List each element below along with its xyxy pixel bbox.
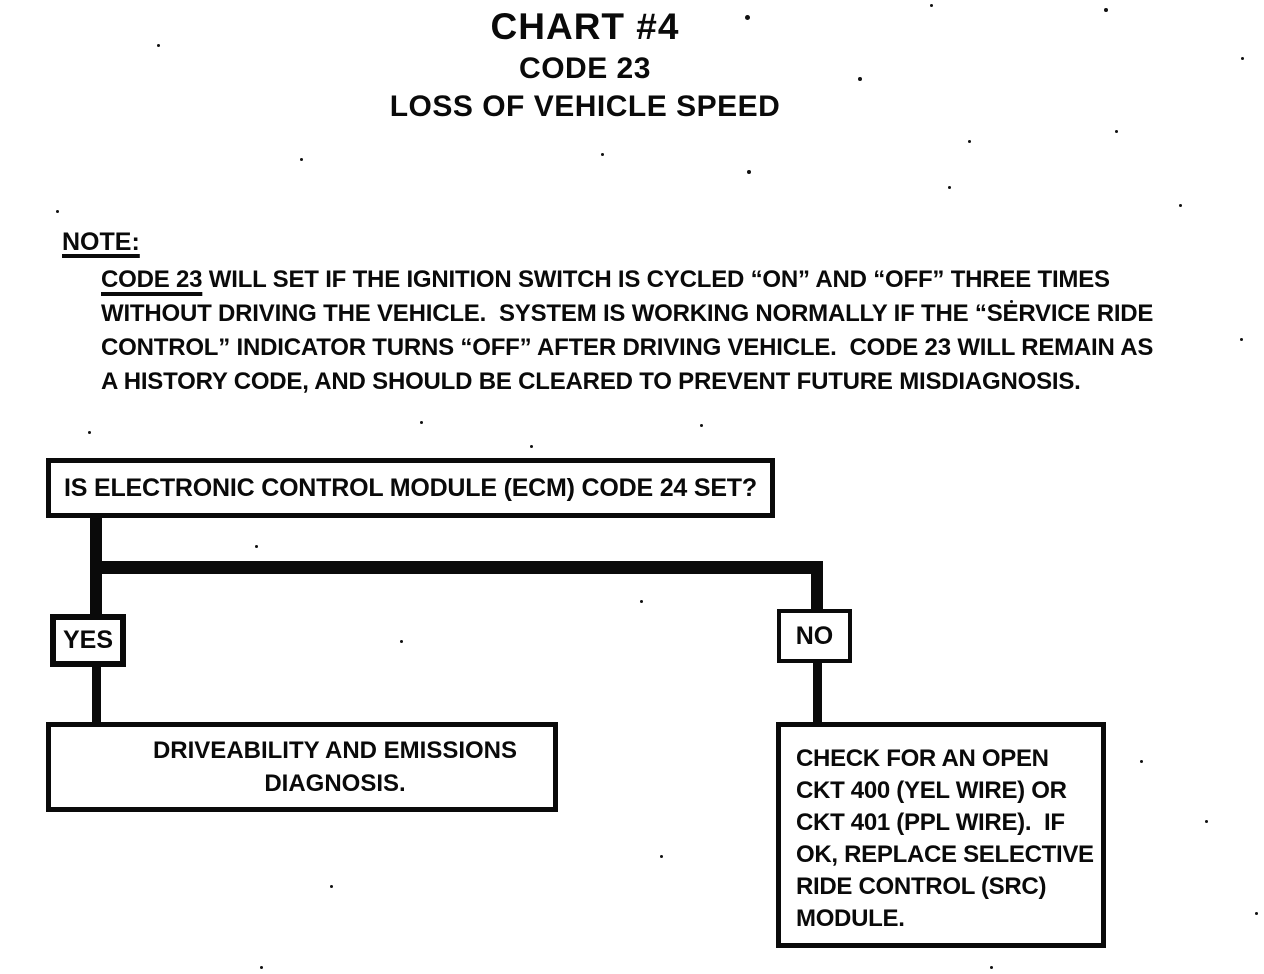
connector-question-stem xyxy=(90,514,102,567)
note-body: CODE 23 WILL SET IF THE IGNITION SWITCH … xyxy=(101,263,1153,399)
chart-subtitle: LOSS OF VEHICLE SPEED xyxy=(389,90,781,123)
scan-speckle xyxy=(1104,8,1108,12)
scan-speckle xyxy=(420,421,423,424)
no-result-box: CHECK FOR AN OPEN CKT 400 (YEL WIRE) OR … xyxy=(776,722,1106,948)
scan-speckle xyxy=(300,158,303,161)
note-code-ref: CODE 23 xyxy=(101,266,203,293)
no-label: NO xyxy=(795,621,834,650)
scan-speckle xyxy=(700,424,703,427)
question-text: IS ELECTRONIC CONTROL MODULE (ECM) CODE … xyxy=(64,473,757,502)
no-result-line-5: RIDE CONTROL (SRC) xyxy=(796,873,1047,900)
scan-speckle xyxy=(1140,760,1143,763)
scan-speckle xyxy=(56,210,59,213)
chart-code: CODE 23 xyxy=(519,52,651,85)
no-result-line-1: CHECK FOR AN OPEN xyxy=(796,745,1049,772)
connector-no-result-stem xyxy=(813,660,822,726)
scan-speckle xyxy=(1241,57,1244,60)
no-result-line-6: MODULE. xyxy=(796,905,905,932)
scan-speckle xyxy=(858,77,862,81)
yes-label: YES xyxy=(62,626,114,654)
note-line-2: WITHOUT DRIVING THE VEHICLE. SYSTEM IS W… xyxy=(101,300,1154,327)
scan-speckle xyxy=(990,966,993,969)
no-result-line-2: CKT 400 (YEL WIRE) OR xyxy=(796,777,1067,804)
note-line-3: CONTROL” INDICATOR TURNS “OFF” AFTER DRI… xyxy=(101,334,1154,361)
scan-speckle xyxy=(660,855,663,858)
no-result-line-4: OK, REPLACE SELECTIVE xyxy=(796,841,1094,868)
scan-speckle xyxy=(1240,338,1243,341)
connector-branch-bar xyxy=(90,561,823,574)
no-result-line-3: CKT 401 (PPL WIRE). IF xyxy=(796,809,1065,836)
scan-speckle xyxy=(930,4,933,7)
scan-speckle xyxy=(1010,300,1013,303)
question-box: IS ELECTRONIC CONTROL MODULE (ECM) CODE … xyxy=(46,458,775,518)
connector-no-stem xyxy=(811,572,823,613)
note-heading: NOTE: xyxy=(62,228,140,256)
yes-result-box: DRIVEABILITY AND EMISSIONS DIAGNOSIS. xyxy=(46,722,558,812)
yes-result-line-1: DRIVEABILITY AND EMISSIONS xyxy=(152,737,518,764)
scan-speckle xyxy=(1255,912,1258,915)
scan-speckle xyxy=(88,431,91,434)
note-line-4: A HISTORY CODE, AND SHOULD BE CLEARED TO… xyxy=(101,368,1081,395)
chart-title: CHART #4 xyxy=(490,6,680,47)
scan-speckle xyxy=(745,15,750,20)
scan-speckle xyxy=(640,600,643,603)
scan-speckle xyxy=(400,640,403,643)
scan-speckle xyxy=(1179,204,1182,207)
scan-speckle xyxy=(530,445,533,448)
yes-result-line-2: DIAGNOSIS. xyxy=(264,770,406,797)
scan-speckle xyxy=(968,140,971,143)
note-line-1: CODE 23 WILL SET IF THE IGNITION SWITCH … xyxy=(101,263,1153,297)
connector-yes-stem xyxy=(90,572,102,618)
no-branch-box: NO xyxy=(777,609,852,663)
scan-speckle xyxy=(601,153,604,156)
connector-yes-result-stem xyxy=(92,664,101,726)
scan-speckle xyxy=(330,885,333,888)
scan-speckle xyxy=(255,545,258,548)
scan-speckle xyxy=(948,186,951,189)
yes-branch-box: YES xyxy=(50,614,126,667)
scan-speckle xyxy=(157,44,160,47)
scan-speckle xyxy=(1115,130,1118,133)
scan-speckle xyxy=(260,966,263,969)
note-line-1-rest: WILL SET IF THE IGNITION SWITCH IS CYCLE… xyxy=(202,266,1110,293)
scan-speckle xyxy=(747,170,751,174)
scan-speckle xyxy=(1205,820,1208,823)
